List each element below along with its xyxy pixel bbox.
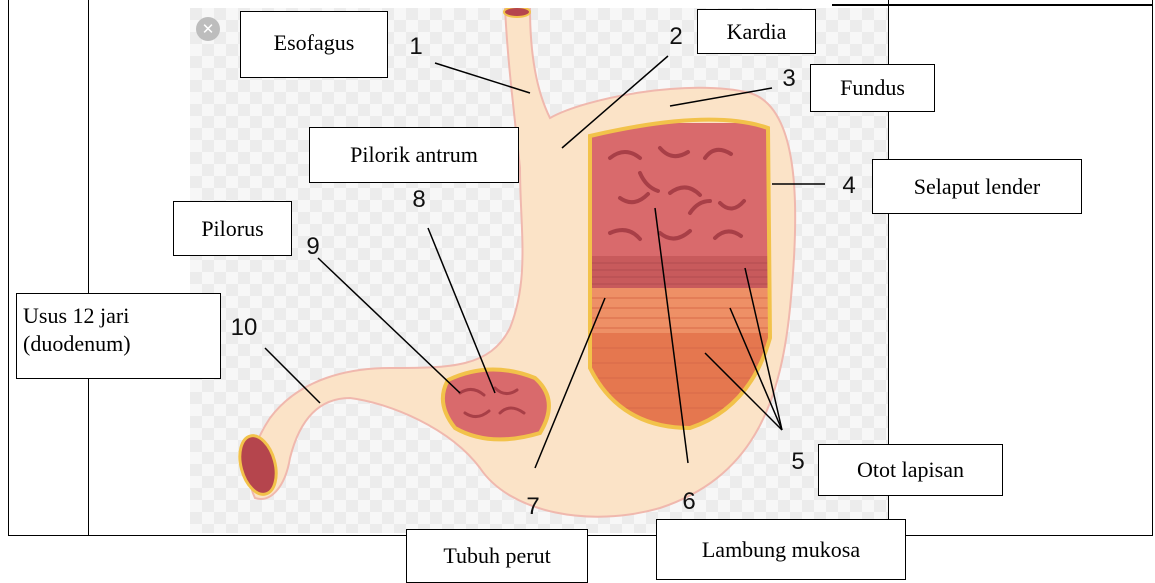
table-border-right — [1152, 0, 1153, 536]
table-border-top-fragment — [832, 4, 1153, 6]
label-lambung-mukosa: Lambung mukosa — [656, 519, 906, 580]
usus-line-2: (duodenum) — [23, 330, 214, 358]
number-1: 1 — [396, 27, 436, 67]
number-6: 6 — [669, 482, 709, 522]
esophagus-opening — [504, 8, 530, 17]
label-pilorik-antrum: Pilorik antrum — [309, 127, 519, 183]
label-usus-12-jari: Usus 12 jari (duodenum) — [16, 293, 221, 379]
label-fundus: Fundus — [810, 64, 935, 112]
mucosa-layer — [585, 123, 785, 258]
label-selaput-lender: Selaput lender — [872, 159, 1082, 214]
number-3: 3 — [769, 59, 809, 99]
label-pilorus: Pilorus — [173, 201, 292, 256]
number-4: 4 — [829, 166, 869, 206]
label-tubuh-perut: Tubuh perut — [406, 529, 588, 583]
submucosa-layer — [585, 256, 785, 288]
table-column-divider — [88, 0, 89, 536]
number-9: 9 — [293, 227, 333, 267]
usus-line-1: Usus 12 jari — [23, 302, 214, 330]
close-icon[interactable]: ✕ — [196, 17, 220, 41]
table-border-left — [8, 0, 9, 536]
label-otot-lapisan: Otot lapisan — [818, 444, 1003, 496]
number-2: 2 — [656, 17, 696, 57]
number-10: 10 — [219, 308, 269, 348]
number-5: 5 — [778, 442, 818, 482]
pylorus-cut — [443, 369, 549, 439]
number-7: 7 — [513, 487, 553, 527]
label-esofagus: Esofagus — [240, 11, 388, 78]
number-8: 8 — [399, 180, 439, 220]
label-kardia: Kardia — [697, 9, 816, 54]
